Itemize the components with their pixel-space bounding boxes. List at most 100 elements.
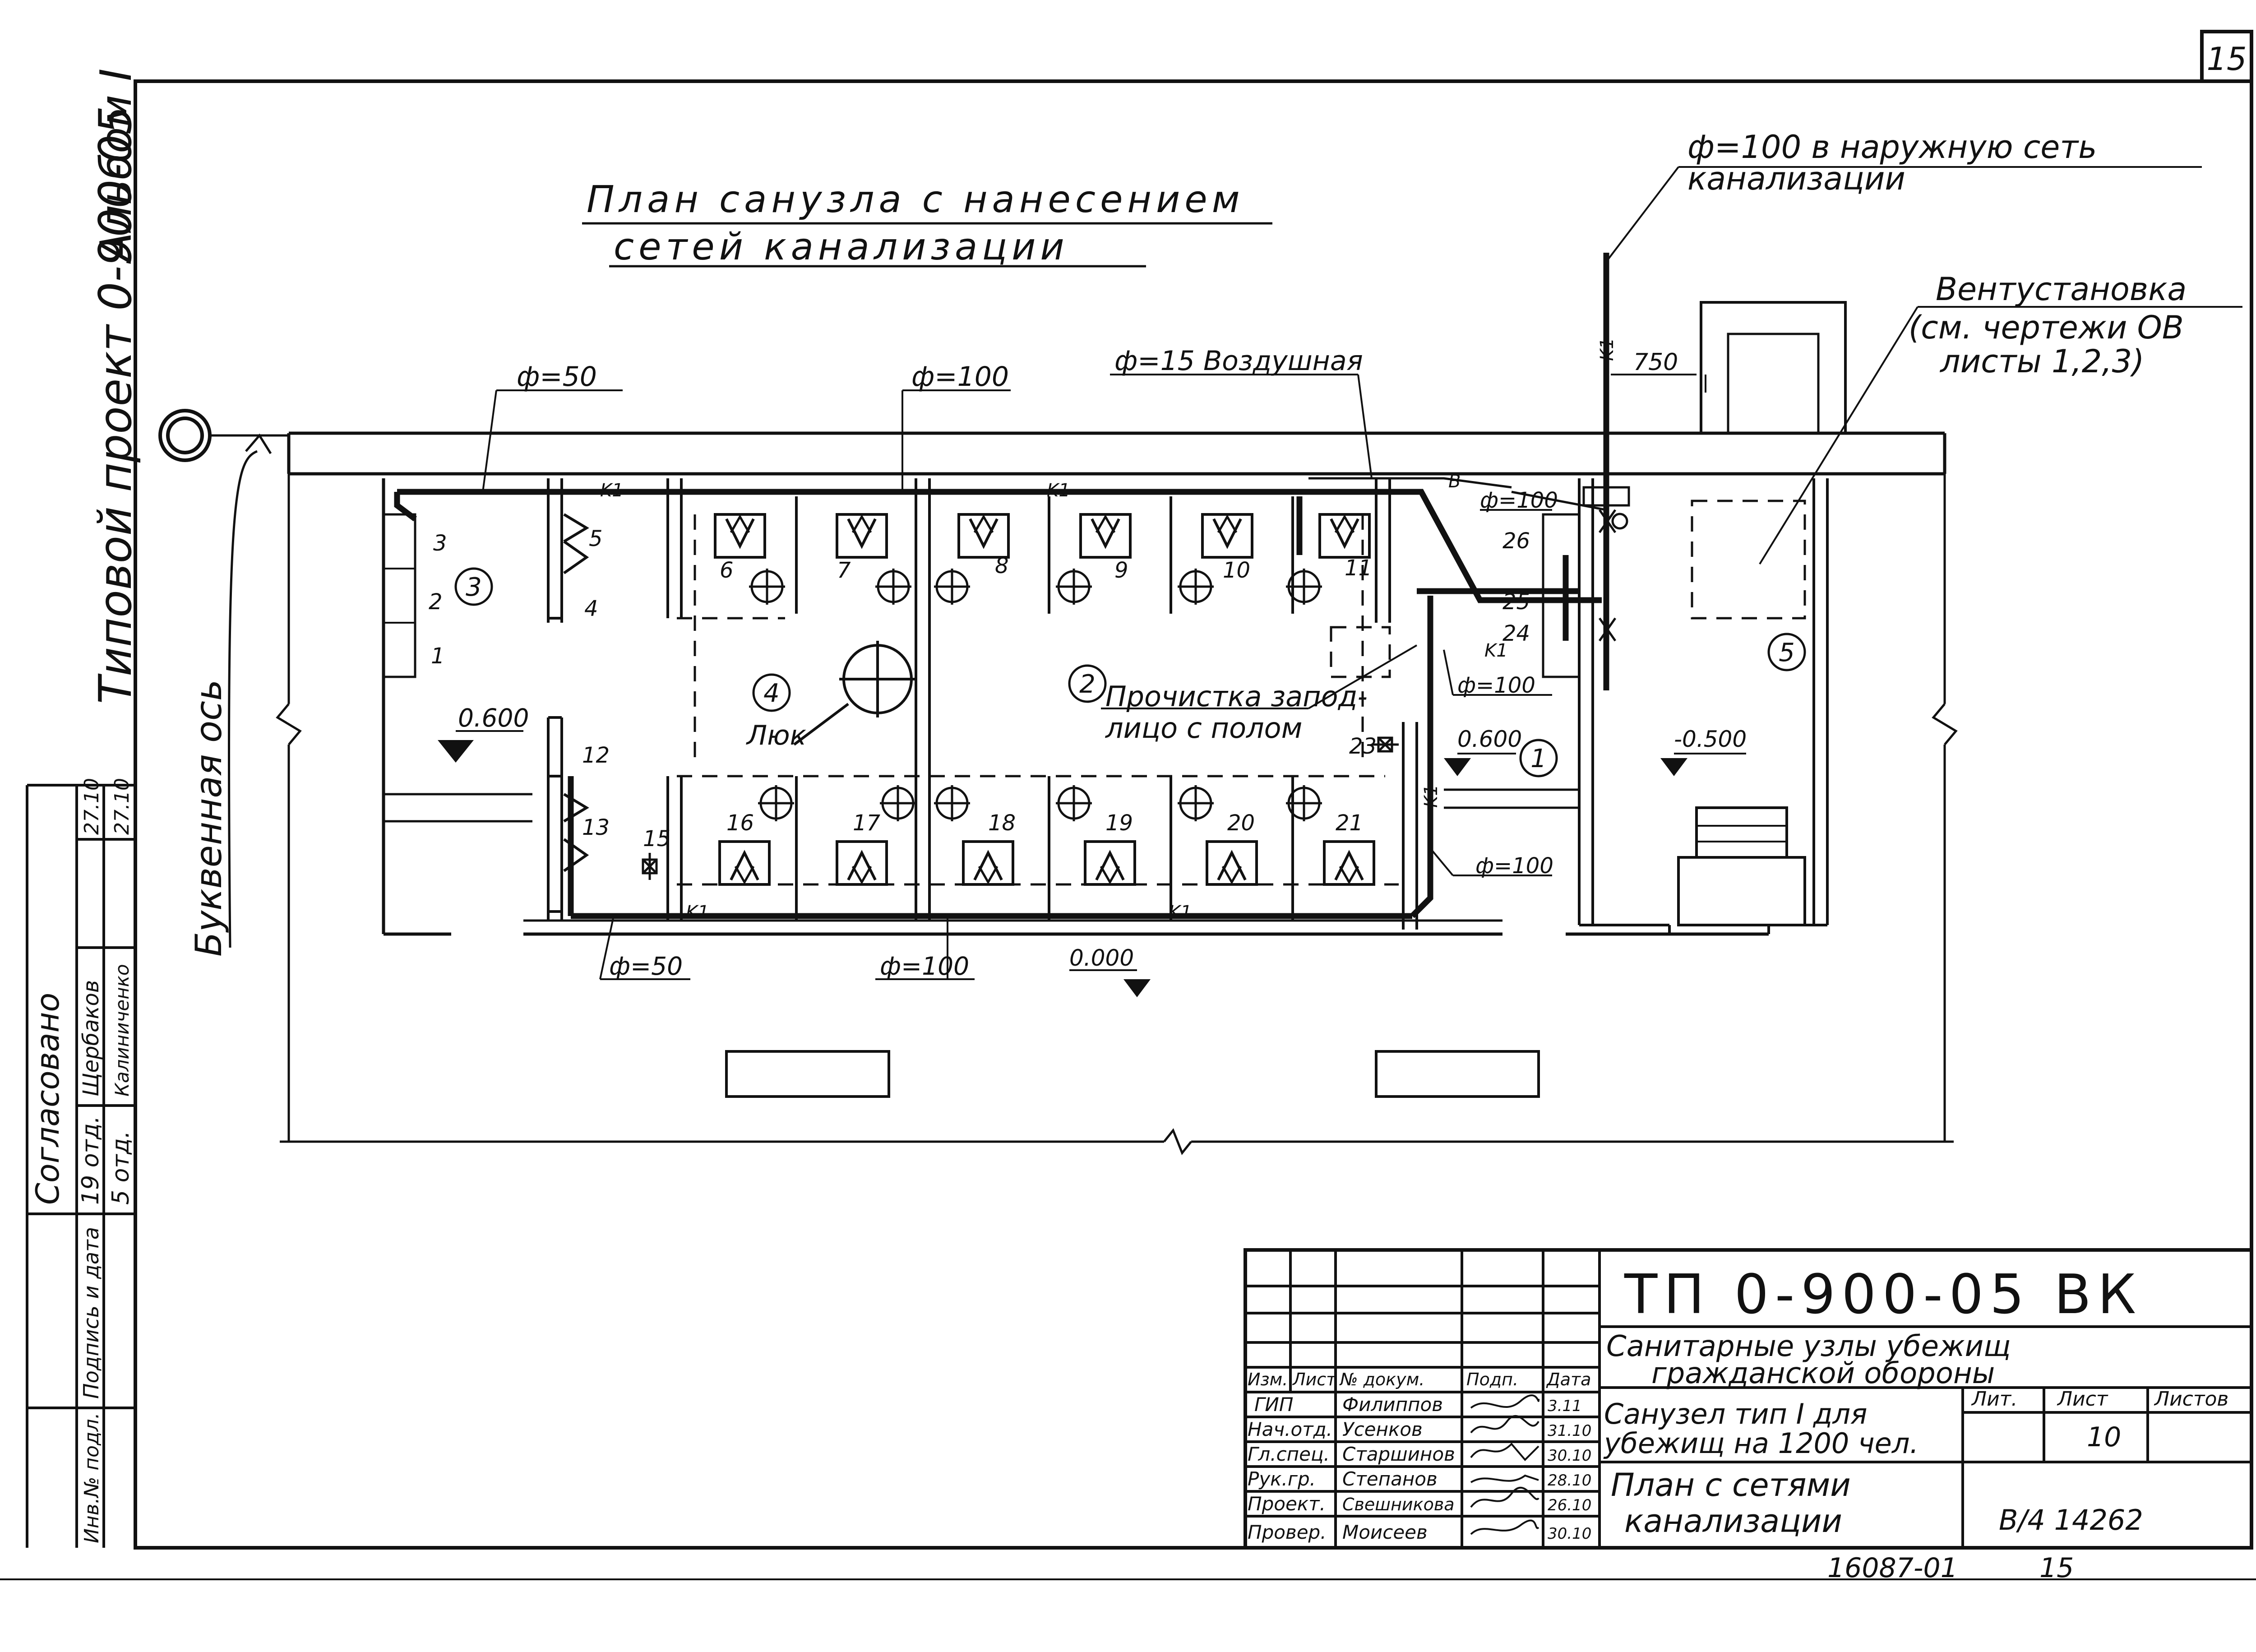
vent-line-2: листы 1,2,3) <box>1939 343 2144 380</box>
svg-text:-0.500: -0.500 <box>1674 726 1747 752</box>
svg-text:9: 9 <box>1114 558 1128 583</box>
svg-text:25: 25 <box>1502 589 1530 615</box>
toilet-fixtures-bottom <box>718 840 1375 886</box>
svg-text:Нач.отд.: Нач.отд. <box>1248 1418 1332 1440</box>
agreement-name-2: Калиниченко <box>111 964 133 1097</box>
album-label-vertical: Альбом I <box>92 69 141 264</box>
toilet-fixtures-top <box>714 513 1371 559</box>
title-block-header: Изм. Лист № докум. Подп. Дата <box>1248 1370 1591 1389</box>
title-block-people: ГИП Филиппов 3.11 Нач.отд. Усенков 31.10… <box>1248 1393 1591 1543</box>
svg-text:Подп.: Подп. <box>1466 1370 1518 1389</box>
hatch-label: Люк <box>746 720 806 751</box>
pipe-label-f50-top: ф=50 <box>517 361 597 393</box>
svg-text:K1: K1 <box>1484 640 1508 661</box>
svg-text:Моисеев: Моисеев <box>1342 1521 1428 1543</box>
svg-text:4: 4 <box>584 596 598 621</box>
svg-text:11: 11 <box>1345 555 1372 581</box>
svg-text:28.10: 28.10 <box>1548 1472 1591 1490</box>
title-block-sheet-title-2: убежищ на 1200 чел. <box>1603 1427 1919 1460</box>
title-block-code: ТП 0-900-05 ВК <box>1624 1263 2142 1326</box>
pipe-marks: K1 K1 K1 K1 K1 K1 K1 В <box>600 338 1618 923</box>
svg-text:0.000: 0.000 <box>1069 945 1134 971</box>
footer-order: 16087-01 <box>1827 1552 1958 1584</box>
svg-text:2: 2 <box>429 589 443 615</box>
svg-text:Дата: Дата <box>1546 1370 1591 1389</box>
svg-text:16: 16 <box>726 810 754 836</box>
svg-text:6: 6 <box>720 558 734 583</box>
title-block-sheet-title-1: Санузел тип I для <box>1604 1397 1867 1430</box>
svg-text:ГИП: ГИП <box>1254 1393 1293 1416</box>
signature-scribbles <box>1470 1394 1539 1535</box>
plan-title-line1: План санузла с нанесением <box>587 178 1244 221</box>
svg-text:23: 23 <box>1349 734 1377 759</box>
svg-text:17: 17 <box>853 810 881 836</box>
stall-separators <box>795 496 1294 921</box>
svg-text:В: В <box>1448 471 1461 492</box>
svg-text:0.600: 0.600 <box>458 703 529 732</box>
svg-text:19: 19 <box>1105 810 1133 836</box>
svg-text:Усенков: Усенков <box>1342 1418 1423 1440</box>
svg-text:2: 2 <box>1079 670 1096 699</box>
title-block-sheet-label: Лист <box>2057 1388 2108 1411</box>
svg-text:3.11: 3.11 <box>1548 1397 1582 1415</box>
svg-text:K1: K1 <box>686 902 709 923</box>
title-block-archive: В/4 14262 <box>1999 1504 2143 1536</box>
hatch-icon <box>793 641 916 746</box>
svg-text:15: 15 <box>643 826 670 851</box>
title-block-lit-label: Лит. <box>1971 1388 2017 1411</box>
svg-text:3: 3 <box>433 531 447 556</box>
svg-text:18: 18 <box>988 810 1016 836</box>
axis-label: Буквенная ось <box>188 680 230 957</box>
svg-text:Провер.: Провер. <box>1248 1521 1327 1543</box>
agreement-title: Согласовано <box>29 993 66 1205</box>
title-block-subject-2: гражданской обороны <box>1651 1357 1995 1390</box>
fixture-numbers: 6 7 8 9 10 11 16 17 18 19 20 21 1 2 3 4 … <box>429 526 1530 851</box>
svg-text:24: 24 <box>1502 621 1530 646</box>
svg-text:3: 3 <box>466 573 482 602</box>
cleanout-note-1: Прочистка запод- <box>1105 680 1368 713</box>
floor-drains <box>749 569 1322 821</box>
svg-text:5: 5 <box>1779 638 1795 667</box>
title-block <box>1244 1248 2253 1550</box>
vent-title: Вентустановка <box>1936 271 2187 308</box>
svg-text:Рук.гр.: Рук.гр. <box>1248 1468 1316 1490</box>
svg-text:Изм.: Изм. <box>1248 1370 1288 1389</box>
outlet-label-1: ф=100 в наружную сеть <box>1687 129 2097 166</box>
svg-text:K1: K1 <box>1169 902 1192 923</box>
svg-text:Старшинов: Старшинов <box>1342 1443 1455 1465</box>
title-block-sheets-label: Листов <box>2154 1388 2228 1411</box>
plan-title-line2: сетей канализации <box>614 226 1069 268</box>
svg-text:0.600: 0.600 <box>1457 726 1522 752</box>
title-block-subject-1: Санитарные узлы убежищ <box>1606 1330 2011 1363</box>
svg-text:30.10: 30.10 <box>1548 1447 1591 1465</box>
svg-text:13: 13 <box>582 815 610 840</box>
svg-text:4: 4 <box>763 679 780 708</box>
leader-lines <box>482 166 2242 980</box>
svg-text:5: 5 <box>589 526 603 551</box>
axis-marker <box>158 409 289 948</box>
svg-text:№ докум.: № докум. <box>1339 1370 1424 1389</box>
svg-text:26: 26 <box>1502 528 1530 554</box>
svg-text:Филиппов: Филиппов <box>1342 1393 1443 1416</box>
svg-text:Проект.: Проект. <box>1248 1493 1326 1515</box>
svg-text:26.10: 26.10 <box>1548 1496 1591 1514</box>
sewer-pipes <box>394 253 1609 919</box>
level-mark-outside: 0.000 <box>1069 945 1151 997</box>
agreement-date-1: 27.10 <box>80 778 103 835</box>
room-number-1: 1 <box>1519 739 1558 777</box>
level-mark-left: 0.600 <box>438 703 529 763</box>
svg-text:K1: K1 <box>1421 784 1442 808</box>
pipe-label-f100-mid: ф=100 <box>1457 673 1535 698</box>
svg-text:31.10: 31.10 <box>1548 1422 1591 1440</box>
project-code-vertical: Типовой проект 0-900-05 <box>89 106 142 704</box>
agreement-dept-1: 19 отд. <box>77 1116 104 1205</box>
stamp-sign-label: Подпись и дата <box>79 1227 103 1399</box>
svg-text:20: 20 <box>1227 810 1255 836</box>
svg-text:Лист: Лист <box>1292 1370 1337 1389</box>
svg-text:7: 7 <box>837 558 851 583</box>
svg-text:10: 10 <box>1223 558 1250 583</box>
pipe-label-f100-top: ф=100 <box>911 361 1009 393</box>
svg-text:8: 8 <box>995 553 1009 578</box>
svg-text:21: 21 <box>1336 810 1363 836</box>
svg-text:K1: K1 <box>1047 480 1070 501</box>
